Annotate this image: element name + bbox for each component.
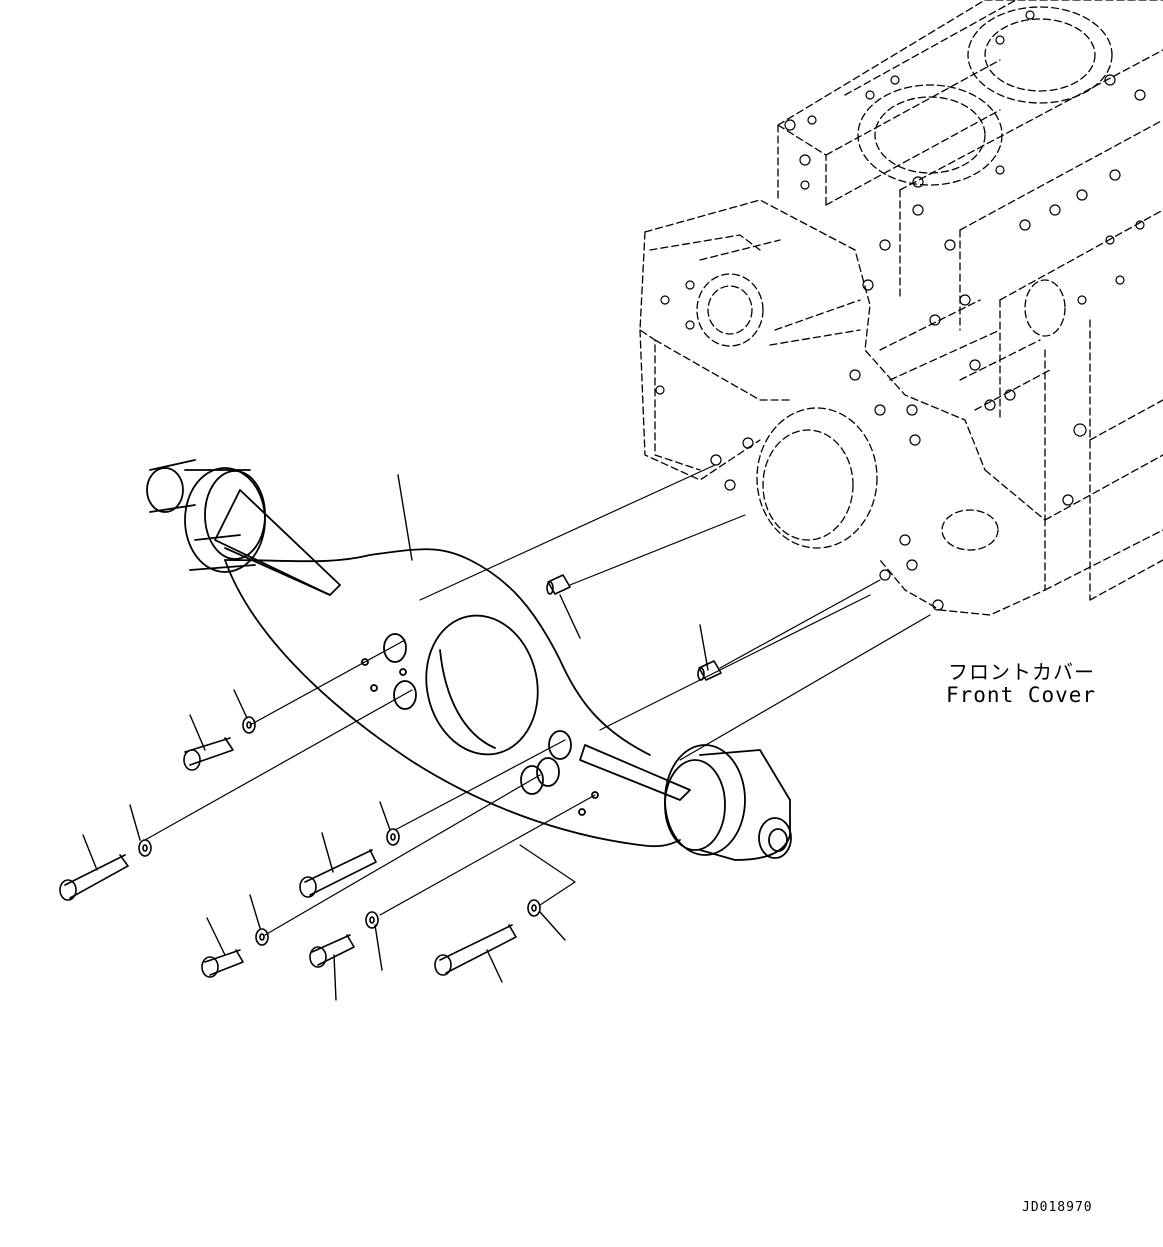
assembly-lines [145, 465, 930, 935]
leader-lines [83, 475, 708, 1000]
drawing-number: JD018970 [1022, 1200, 1093, 1215]
front-support-bracket [147, 460, 791, 860]
fasteners [60, 717, 540, 977]
front-cover-label-english: Front Cover [946, 683, 1097, 707]
front-cover-label-japanese: フロントカバー [948, 660, 1095, 684]
engine-block [640, 0, 1163, 615]
dowel-pins [547, 575, 721, 680]
